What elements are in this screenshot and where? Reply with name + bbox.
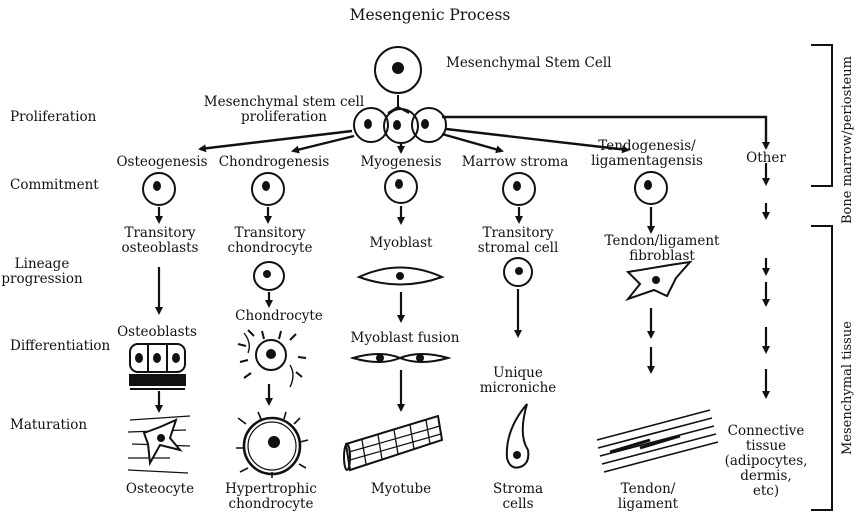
bracket-bone-marrow bbox=[811, 45, 832, 186]
commitment-cell-chondro-icon bbox=[252, 173, 284, 205]
tendo-maturation-line2: ligament bbox=[618, 497, 678, 512]
proliferation-label-line1: Mesenchymal stem cell bbox=[204, 95, 364, 110]
proliferation-label-line2: proliferation bbox=[241, 110, 327, 125]
commitment-cell-osteo-icon bbox=[143, 173, 175, 205]
tendo-progression-line1: Tendon/ligament bbox=[605, 234, 720, 249]
lineage-myogenesis: Myogenesis bbox=[360, 155, 441, 170]
osteocyte-icon bbox=[128, 416, 190, 473]
row-label-maturation: Maturation bbox=[10, 418, 87, 433]
osteoblasts-icon bbox=[130, 344, 185, 389]
arrow-to-chondrogenesis bbox=[293, 136, 354, 151]
stroma-cell-icon bbox=[507, 404, 528, 468]
osteo-maturation: Osteocyte bbox=[126, 482, 194, 497]
row-label-differentiation: Differentiation bbox=[10, 339, 110, 354]
myoblast-fusion-icon bbox=[353, 354, 448, 362]
tendo-maturation-line1: Tendon/ bbox=[621, 482, 676, 497]
commitment-cell-myo-icon bbox=[385, 171, 417, 203]
tendon-ligament-icon bbox=[597, 410, 718, 472]
transitory-chondrocyte-icon bbox=[254, 262, 284, 290]
lineage-other: Other bbox=[746, 151, 786, 166]
other-maturation-line5: etc) bbox=[753, 484, 779, 499]
myotube-icon bbox=[344, 416, 442, 470]
other-maturation-line3: (adipocytes, bbox=[725, 454, 808, 469]
row-label-proliferation: Proliferation bbox=[10, 110, 96, 125]
row-label-commitment: Commitment bbox=[10, 178, 99, 193]
lineage-marrow-stroma: Marrow stroma bbox=[462, 155, 569, 170]
arrow-to-osteogenesis bbox=[200, 131, 352, 149]
bracket-label-bone-marrow: Bone marrow/periosteum bbox=[840, 56, 855, 224]
other-maturation-line2: tissue bbox=[746, 439, 786, 454]
chondro-differentiation: Chondrocyte bbox=[235, 309, 323, 324]
myo-maturation: Myotube bbox=[371, 482, 431, 497]
osteo-progression-line2: osteoblasts bbox=[122, 241, 199, 256]
proliferating-cells-icon bbox=[354, 108, 446, 143]
transitory-stromal-cell-icon bbox=[504, 258, 532, 286]
bracket-label-mesenchymal-tissue: Mesenchymal tissue bbox=[840, 321, 855, 455]
row-label-lineage-line1: Lineage bbox=[15, 257, 70, 272]
commitment-cell-marrow-icon bbox=[503, 173, 535, 205]
lineage-osteogenesis: Osteogenesis bbox=[116, 155, 207, 170]
myo-progression: Myoblast bbox=[370, 236, 433, 251]
lineage-tendogenesis-line1: Tendogenesis/ bbox=[598, 139, 695, 154]
myoblast-icon bbox=[359, 268, 442, 285]
arrow-to-marrow-stroma bbox=[442, 134, 502, 151]
row-label-lineage-line2: progression bbox=[1, 272, 82, 287]
osteo-differentiation: Osteoblasts bbox=[117, 325, 197, 340]
chondrocyte-icon bbox=[238, 330, 306, 387]
marrow-progression-line2: stromal cell bbox=[478, 241, 559, 256]
other-maturation-line4: dermis, bbox=[740, 469, 791, 484]
marrow-differentiation-line1: Unique bbox=[493, 366, 543, 381]
fibroblast-icon bbox=[628, 262, 690, 299]
chondro-maturation-line2: chondrocyte bbox=[229, 497, 314, 512]
stem-cell-icon bbox=[375, 47, 421, 93]
bracket-mesenchymal-tissue bbox=[811, 226, 832, 510]
lineage-chondrogenesis: Chondrogenesis bbox=[219, 155, 330, 170]
stem-cell-label: Mesenchymal Stem Cell bbox=[446, 56, 611, 71]
myo-differentiation: Myoblast fusion bbox=[351, 331, 460, 346]
other-maturation-line1: Connective bbox=[728, 424, 805, 439]
diagram-title: Mesengenic Process bbox=[350, 8, 511, 23]
commitment-cell-tendo-icon bbox=[635, 172, 667, 204]
marrow-maturation-line2: cells bbox=[502, 497, 533, 512]
marrow-progression-line1: Transitory bbox=[482, 226, 553, 241]
lineage-tendogenesis-line2: ligamentagensis bbox=[591, 154, 703, 169]
hypertrophic-chondrocyte-icon bbox=[236, 412, 308, 478]
chondro-progression-line2: chondrocyte bbox=[228, 241, 313, 256]
osteo-progression-line1: Transitory bbox=[124, 226, 195, 241]
chondro-maturation-line1: Hypertrophic bbox=[225, 482, 317, 497]
marrow-maturation-line1: Stroma bbox=[493, 482, 543, 497]
chondro-progression-line1: Transitory bbox=[234, 226, 305, 241]
marrow-differentiation-line2: microniche bbox=[480, 381, 557, 396]
tendo-progression-line2: fibroblast bbox=[629, 249, 695, 264]
